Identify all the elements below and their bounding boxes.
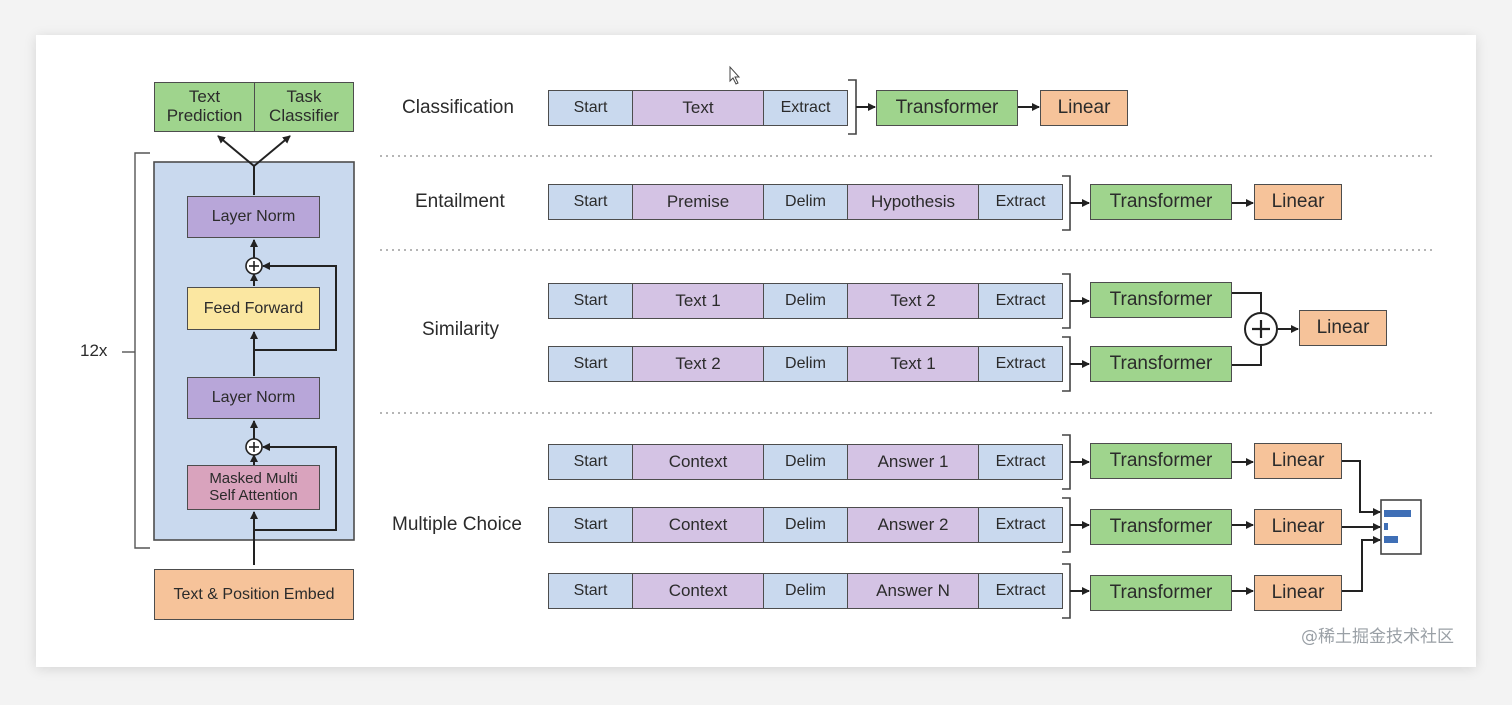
task-label-entailment: Entailment	[415, 191, 505, 212]
token-start: Start	[548, 283, 633, 319]
task-label-similarity: Similarity	[422, 319, 500, 340]
block-layer-norm: Layer Norm	[187, 377, 320, 419]
token-delim: Delim	[763, 283, 848, 319]
block-masked-multi-self-attention: Masked Multi Self Attention	[187, 465, 320, 510]
plus-circle-icon	[1244, 312, 1278, 346]
token-delim: Delim	[763, 573, 848, 609]
token-context: Context	[632, 573, 764, 609]
linear-head: Linear	[1254, 184, 1342, 220]
token-extract: Extract	[978, 346, 1063, 382]
token-start: Start	[548, 573, 633, 609]
transformer-head: Transformer	[876, 90, 1018, 126]
cursor-icon	[729, 65, 741, 85]
token-premise: Premise	[632, 184, 764, 220]
token-context: Context	[632, 507, 764, 543]
embed-block: Text & Position Embed	[154, 569, 354, 620]
token-start: Start	[548, 90, 633, 126]
token-extract: Extract	[978, 283, 1063, 319]
block-feed-forward: Feed Forward	[187, 287, 320, 330]
token-delim: Delim	[763, 444, 848, 480]
linear-head: Linear	[1254, 509, 1342, 545]
token-delim: Delim	[763, 184, 848, 220]
token-start: Start	[548, 507, 633, 543]
token-text-1: Text 1	[632, 283, 764, 319]
transformer-head: Transformer	[1090, 346, 1232, 382]
linear-head: Linear	[1254, 575, 1342, 611]
token-text-2: Text 2	[847, 283, 979, 319]
token-text-1: Text 1	[847, 346, 979, 382]
linear-head: Linear	[1299, 310, 1387, 346]
token-start: Start	[548, 346, 633, 382]
softmax-bars-icon	[1380, 499, 1422, 555]
plus-circle-icon	[245, 438, 263, 456]
linear-head: Linear	[1040, 90, 1128, 126]
transformer-head: Transformer	[1090, 282, 1232, 318]
token-answer-2: Answer 2	[847, 507, 979, 543]
token-answer-1: Answer 1	[847, 444, 979, 480]
repeat-bracket	[134, 152, 150, 549]
output-text-prediction: Text Prediction	[154, 82, 255, 132]
token-start: Start	[548, 184, 633, 220]
token-hypothesis: Hypothesis	[847, 184, 979, 220]
token-extract: Extract	[978, 573, 1063, 609]
linear-head: Linear	[1254, 443, 1342, 479]
token-extract: Extract	[978, 184, 1063, 220]
transformer-head: Transformer	[1090, 443, 1232, 479]
repeat-count-label: 12x	[80, 341, 108, 360]
token-extract: Extract	[978, 444, 1063, 480]
plus-circle-icon	[245, 257, 263, 275]
task-label-classification: Classification	[402, 97, 514, 118]
token-start: Start	[548, 444, 633, 480]
token-text-2: Text 2	[632, 346, 764, 382]
token-delim: Delim	[763, 346, 848, 382]
transformer-head: Transformer	[1090, 575, 1232, 611]
token-context: Context	[632, 444, 764, 480]
watermark: @稀土掘金技术社区	[1301, 627, 1454, 647]
token-answer-n: Answer N	[847, 573, 979, 609]
token-extract: Extract	[978, 507, 1063, 543]
token-delim: Delim	[763, 507, 848, 543]
transformer-head: Transformer	[1090, 184, 1232, 220]
block-layer-norm: Layer Norm	[187, 196, 320, 238]
token-text: Text	[632, 90, 764, 126]
token-extract: Extract	[763, 90, 848, 126]
transformer-head: Transformer	[1090, 509, 1232, 545]
task-label-multiple-choice: Multiple Choice	[392, 514, 522, 535]
output-task-classifier: Task Classifier	[254, 82, 354, 132]
